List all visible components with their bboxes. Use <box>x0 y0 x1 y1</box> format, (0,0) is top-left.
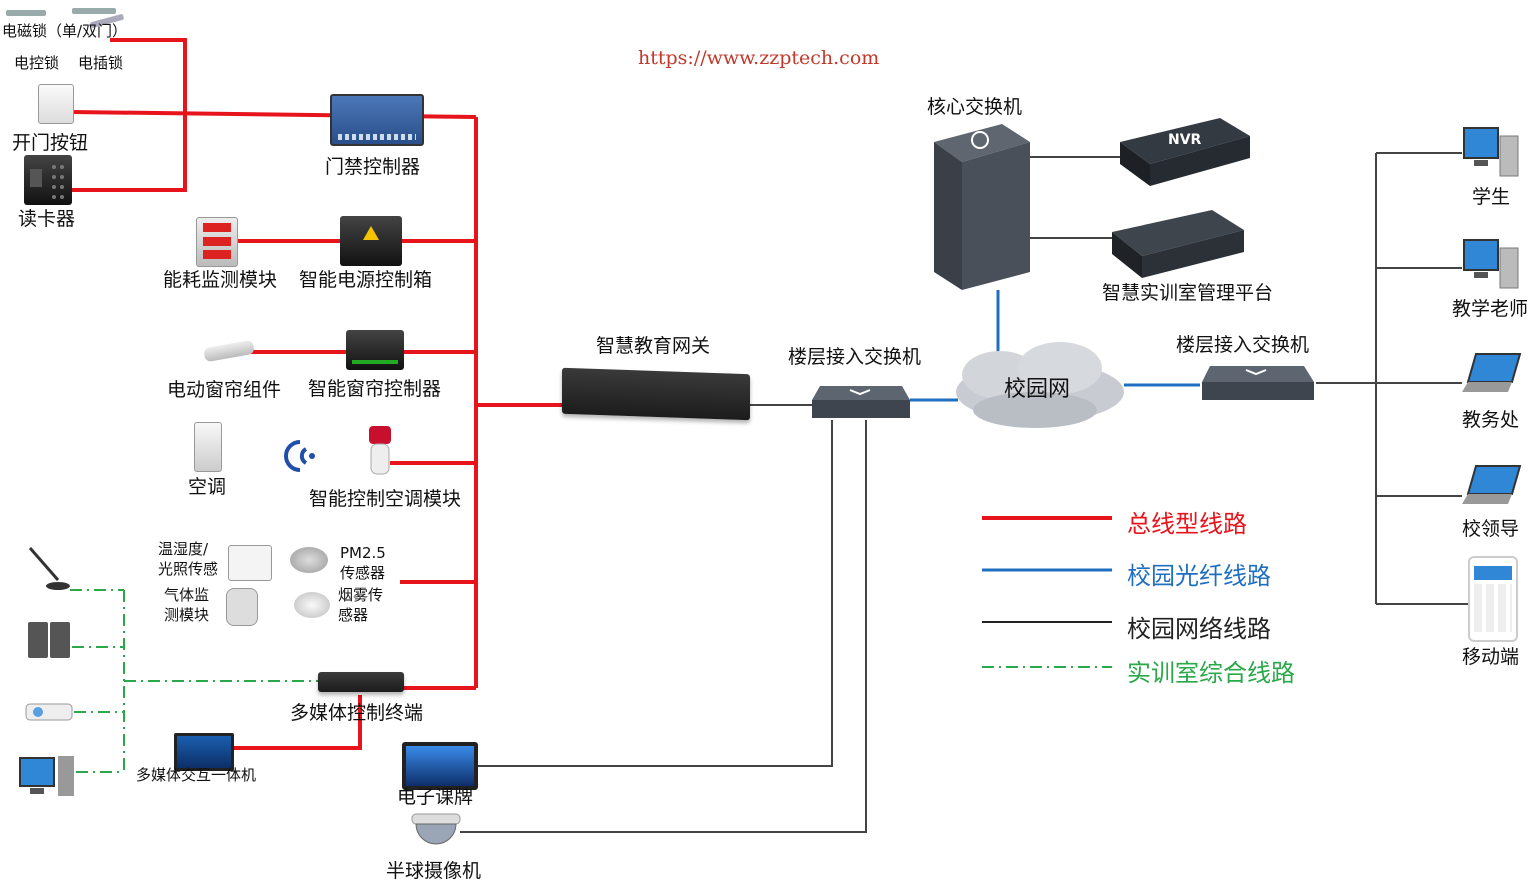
interactive-panel-icon <box>174 733 234 771</box>
smoke-sensor-icon <box>294 592 330 618</box>
gateway-label: 智慧教育网关 <box>596 335 711 357</box>
air-conditioner-label: 空调 <box>188 476 227 498</box>
nvr-icon: NVR <box>1120 118 1250 188</box>
e-class-board-icon <box>402 742 478 790</box>
floor-switch-right-label: 楼层接入交换机 <box>1176 334 1310 356</box>
leader-label: 校领导 <box>1462 518 1520 540</box>
teacher-label: 教学老师 <box>1452 298 1529 320</box>
multimedia-terminal-label: 多媒体控制终端 <box>290 702 424 724</box>
legend-bus-label: 总线型线路 <box>1127 510 1247 538</box>
plug-lock-label: 电插锁 <box>78 54 124 72</box>
smoke-sensor-label: 烟雾传 感器 <box>338 586 384 624</box>
ac-module-label: 智能控制空调模块 <box>309 488 462 510</box>
access-controller-label: 门禁控制器 <box>325 156 421 178</box>
temp-sensor-label: 温湿度/ 光照传感 <box>158 540 219 578</box>
cloud-icon <box>956 342 1124 428</box>
temp-sensor-icon <box>228 545 272 581</box>
switch-icon-right <box>1200 358 1316 408</box>
laptop-icon-office <box>1462 352 1522 396</box>
lock-header-label: 电磁锁（单/双门） <box>2 22 128 40</box>
bus-lock-loop <box>72 38 187 192</box>
projector-icon <box>24 700 74 724</box>
pm25-sensor-icon <box>290 547 328 573</box>
website-url[interactable]: https://www.zzptech.com <box>638 47 880 69</box>
curtain-component-label: 电动窗帘组件 <box>167 379 282 401</box>
energy-meter-icon <box>196 217 238 267</box>
platform-server-icon <box>1112 208 1244 280</box>
multimedia-terminal-icon <box>318 672 404 692</box>
laptop-icon-leader <box>1462 464 1522 508</box>
card-reader-label: 读卡器 <box>18 208 76 230</box>
desktop-pc-icon <box>18 754 76 798</box>
core-switch-icon <box>932 122 1032 292</box>
network-lines <box>460 152 1468 833</box>
lock-icon <box>2 4 127 48</box>
multimedia-panel-label: 多媒体交互一体机 <box>136 766 257 784</box>
campus-net-label: 校园网 <box>1004 377 1071 402</box>
gas-module-icon <box>226 588 258 626</box>
ac-module-icon <box>367 424 393 480</box>
power-box-label: 智能电源控制箱 <box>299 269 433 291</box>
mobile-phone-icon <box>1468 556 1518 642</box>
dome-camera-label: 半球摄像机 <box>386 860 482 882</box>
legend-fiber-label: 校园光纤线路 <box>1127 562 1271 590</box>
combined-lines <box>70 589 320 773</box>
legend-combined-label: 实训室综合线路 <box>1127 659 1295 687</box>
curtain-controller-icon <box>346 330 404 370</box>
desktop-pc-icon-teacher <box>1462 238 1520 290</box>
microphone-icon <box>24 544 70 592</box>
core-switch-label: 核心交换机 <box>927 96 1023 118</box>
legend-network-label: 校园网络线路 <box>1127 615 1271 643</box>
gateway-icon <box>562 367 750 421</box>
electric-lock-label: 电控锁 <box>14 54 60 72</box>
gas-module-label: 气体监 测模块 <box>164 586 210 624</box>
switch-icon <box>810 378 912 426</box>
power-box-icon <box>340 216 402 266</box>
air-conditioner-icon <box>194 422 222 472</box>
access-controller-icon <box>330 94 424 146</box>
dome-camera-icon <box>410 812 462 856</box>
office-label: 教务处 <box>1462 409 1520 431</box>
speaker-icon <box>26 618 74 662</box>
door-button-icon <box>38 84 74 124</box>
platform-label: 智慧实训室管理平台 <box>1102 282 1274 304</box>
floor-switch-left-label: 楼层接入交换机 <box>788 346 922 368</box>
bus-panel-terminal <box>226 695 362 750</box>
curtain-controller-label: 智能窗帘控制器 <box>308 378 442 400</box>
pm25-sensor-label: PM2.5 传感器 <box>340 544 386 582</box>
open-button-label: 开门按钮 <box>12 132 89 154</box>
legend-lines <box>982 516 1112 668</box>
student-label: 学生 <box>1472 186 1511 208</box>
mobile-label: 移动端 <box>1462 646 1520 668</box>
card-reader-icon <box>24 155 72 205</box>
energy-module-label: 能耗监测模块 <box>163 269 278 291</box>
e-class-board-label: 电子课牌 <box>397 786 474 808</box>
wifi-icon <box>276 432 320 478</box>
nvr-label: NVR <box>1168 132 1202 148</box>
desktop-pc-icon-student <box>1462 126 1520 178</box>
